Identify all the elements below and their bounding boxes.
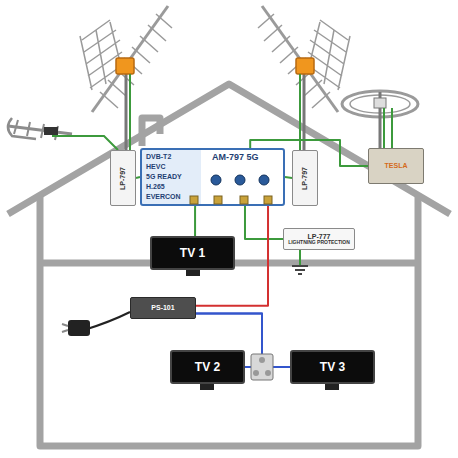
tv-screen: TV 3: [290, 350, 375, 384]
device-label: TV 3: [320, 361, 345, 374]
device-label: TV 2: [195, 361, 220, 374]
device-sublabel: EVERCON: [146, 193, 181, 200]
tv-screen: TV 1: [150, 236, 235, 270]
loop-antenna: [342, 91, 418, 150]
amplifier-knobs: [211, 175, 269, 185]
house-outline: [8, 84, 450, 446]
device-sublabel: H.265: [146, 183, 165, 190]
device-sublabel: AM-797 5G: [212, 153, 259, 162]
protector-box: LP-777LIGHTNING PROTECTION: [283, 228, 355, 250]
device-label: TV 1: [180, 247, 205, 260]
device-label: LP-797: [119, 167, 126, 190]
device-sublabel: HEVC: [146, 163, 165, 170]
device-label: LP-777: [308, 233, 331, 240]
tv-screen: TV 2: [170, 350, 245, 384]
power-adapter: [62, 312, 130, 336]
combiner-box: TESLA: [368, 148, 424, 184]
coax-cable: [285, 177, 292, 178]
filter-box: LP-797: [110, 150, 136, 206]
device-sublabel: 5G READY: [146, 173, 182, 180]
power-supply-box: PS-101: [130, 297, 196, 319]
splitter: [251, 354, 273, 380]
amplifier-box: DVB-T2HEVC 5G READY H.265EVERCON AM-797 5G: [140, 148, 285, 206]
device-label: DVB-T2: [146, 153, 171, 160]
uhf-antenna-left: [80, 6, 172, 150]
filter-box: LP-797: [292, 150, 318, 206]
uhf-antenna-right: [258, 6, 350, 150]
antenna-cables: [52, 74, 392, 150]
coax-cable: [194, 206, 196, 236]
amplifier-ports: [190, 196, 272, 204]
coax-cable: [245, 206, 283, 239]
ground-symbol: [292, 250, 308, 274]
device-label: PS-101: [151, 304, 174, 311]
device-sublabel: LIGHTNING PROTECTION: [288, 240, 350, 245]
device-label: LP-797: [301, 167, 308, 190]
cable-layer: [136, 140, 368, 367]
device-label: TESLA: [385, 162, 408, 169]
